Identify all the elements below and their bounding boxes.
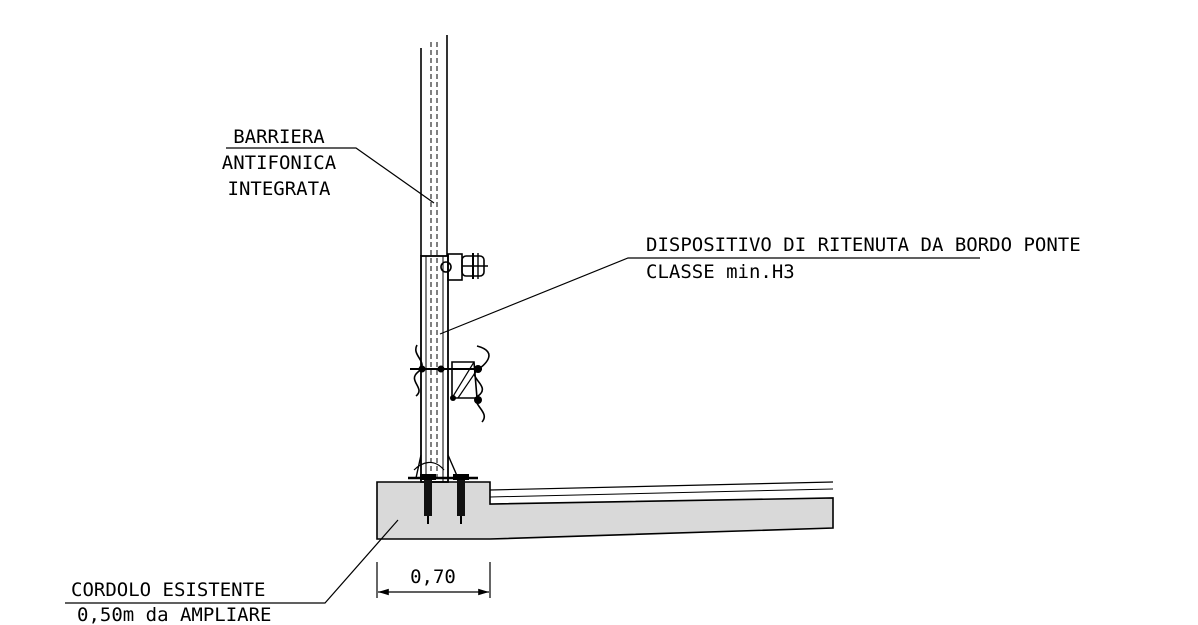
- dimension-text: 0,70: [410, 566, 456, 588]
- guardrail-beam: [410, 344, 490, 423]
- barrier-label-line1: BARRIERA: [233, 126, 325, 148]
- device-leader-line: [439, 257, 980, 335]
- curb-label-line2: 0,50m da AMPLIARE: [77, 604, 271, 625]
- curb-leader-line: [65, 519, 399, 604]
- barrier-label-line2: ANTIFONICA: [222, 152, 337, 174]
- label-restraint-device: DISPOSITIVO DI RITENUTA DA BORDO PONTE C…: [439, 234, 1081, 335]
- base-plate-anchors: [408, 454, 478, 524]
- device-label-line2: CLASSE min.H3: [646, 261, 795, 283]
- barrier-leader-line: [226, 147, 435, 204]
- dimension-width: 0,70: [376, 562, 491, 598]
- device-label-line1: DISPOSITIVO DI RITENUTA DA BORDO PONTE: [646, 234, 1081, 256]
- concrete-curb: [376, 481, 834, 540]
- label-existing-curb: CORDOLO ESISTENTE 0,50m da AMPLIARE: [65, 519, 399, 625]
- noise-barrier-panel: [420, 35, 448, 478]
- curb-label-line1: CORDOLO ESISTENTE: [71, 579, 265, 601]
- top-rail: [440, 253, 488, 281]
- barrier-label-line3: INTEGRATA: [228, 178, 332, 200]
- label-noise-barrier: BARRIERA ANTIFONICA INTEGRATA: [222, 126, 435, 204]
